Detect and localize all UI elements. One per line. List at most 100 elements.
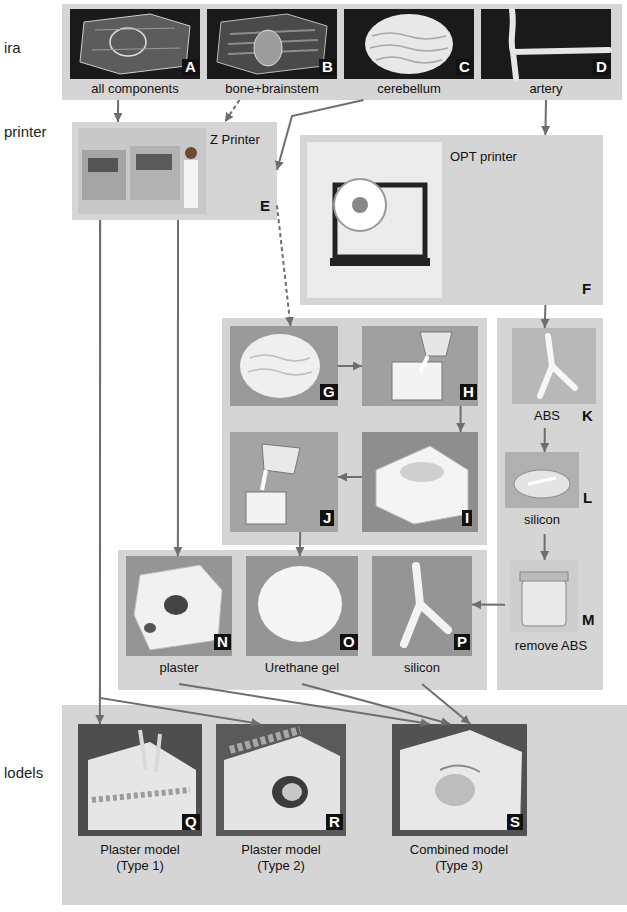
panel-letter: H	[460, 384, 477, 400]
flow-arrow	[544, 100, 547, 135]
filament-spool	[352, 197, 368, 213]
group-panel	[118, 550, 487, 690]
photo	[362, 432, 478, 532]
brainstem-render	[254, 30, 282, 66]
person	[184, 160, 198, 208]
printer-panel	[72, 122, 277, 220]
image-panel: siliconP	[372, 556, 472, 684]
image-panel: G	[230, 326, 338, 406]
panel-caption: silicon	[372, 660, 472, 676]
row-band	[62, 705, 627, 905]
photo	[510, 560, 578, 632]
panel-letter: R	[326, 814, 343, 830]
image-panel: Bbone+brainstem	[207, 9, 337, 100]
plaster-model	[282, 783, 302, 801]
panel-letter: D	[593, 59, 610, 75]
combined-model	[400, 730, 522, 830]
printer-machine	[130, 146, 180, 200]
photo	[392, 724, 527, 836]
photo	[246, 556, 358, 656]
cerebellum-render	[365, 14, 453, 74]
panel-backgrounds	[62, 4, 627, 905]
pouring-cup	[420, 332, 452, 356]
printer-machine	[88, 158, 118, 172]
panel-letter: S	[507, 814, 523, 830]
photo	[362, 326, 478, 406]
flow-arrow	[177, 220, 179, 556]
photo	[505, 452, 579, 508]
glass-jar	[520, 572, 568, 581]
printer-panel	[300, 135, 603, 305]
panel-letter: A	[182, 59, 199, 75]
silicone-artery	[404, 566, 448, 644]
image-panel: Dartery	[481, 9, 611, 100]
photo	[344, 9, 474, 79]
image-panel: siliconL	[505, 452, 597, 534]
image-panel: Ccerebellum	[344, 9, 474, 100]
flow-arrow	[277, 100, 364, 170]
panel-caption: plaster	[126, 660, 232, 676]
model-panel: QPlaster model (Type 1)	[78, 724, 202, 900]
glass-jar	[522, 580, 566, 626]
skull-render	[217, 14, 327, 74]
model-panel: S Combined model (Type 3)	[392, 724, 527, 900]
flow-arrow	[100, 220, 260, 724]
flow-arrow	[179, 684, 430, 724]
panel-caption: ABS	[512, 408, 582, 424]
panel-caption: cerebellum	[344, 81, 474, 97]
abs-print	[528, 478, 556, 484]
flow-arrow	[299, 532, 301, 556]
plaster-model	[92, 790, 190, 800]
panel-letter: K	[582, 408, 593, 424]
artery-render	[512, 10, 609, 78]
panel-caption: Combined model (Type 3)	[404, 842, 514, 874]
panel-caption: silicon	[505, 512, 579, 528]
mould-box	[246, 492, 286, 524]
panel-letter: J	[320, 510, 334, 526]
panel-letter: E	[260, 198, 270, 214]
plaster-print	[134, 565, 222, 650]
flow-arrow	[338, 476, 362, 478]
urethane-cerebellum	[258, 566, 342, 642]
image-panel: Urethane gelO	[246, 556, 358, 684]
flow-arrow	[544, 428, 546, 452]
image-panel: Aall components	[70, 9, 200, 100]
photo	[216, 724, 346, 836]
flow-arrow	[117, 100, 119, 122]
plaster-model	[230, 730, 300, 750]
panel-letter: B	[319, 59, 336, 75]
model-panel: RPlaster model (Type 2)	[216, 724, 346, 900]
row-band: iraAall componentsBbone+brainstemCcerebe…	[62, 4, 622, 100]
panel-caption: bone+brainstem	[207, 81, 337, 97]
photo	[372, 556, 472, 656]
plaster-model	[272, 776, 308, 808]
panel-caption: all components	[70, 81, 200, 97]
mould-block	[376, 446, 468, 524]
cerebellum-render	[370, 33, 448, 63]
filament-spool	[334, 179, 386, 231]
plaster-print	[144, 623, 156, 633]
photo	[307, 142, 442, 298]
photo	[230, 326, 338, 406]
skull-render	[110, 28, 146, 56]
flow-arrow	[422, 684, 470, 724]
printer-name: Z Printer	[210, 132, 274, 148]
image-panel: remove ABSM	[505, 560, 597, 672]
panel-caption: artery	[481, 81, 611, 97]
row-band	[62, 4, 622, 100]
panel-caption: remove ABS	[505, 638, 597, 654]
panel-letter: N	[214, 634, 231, 650]
row-label: lodels	[4, 765, 58, 781]
panel-letter: G	[320, 384, 338, 400]
row-label: printer	[4, 124, 47, 140]
printer-name: OPT printer	[450, 149, 590, 165]
pouring-cup	[262, 444, 300, 474]
cerebellum-print	[248, 355, 312, 375]
photo	[126, 556, 232, 656]
row-band: lodelsQPlaster model (Type 1)RPlaster mo…	[62, 705, 627, 905]
plaster-model	[140, 730, 160, 772]
abs-print	[540, 336, 575, 396]
flow-arrow	[277, 205, 291, 326]
